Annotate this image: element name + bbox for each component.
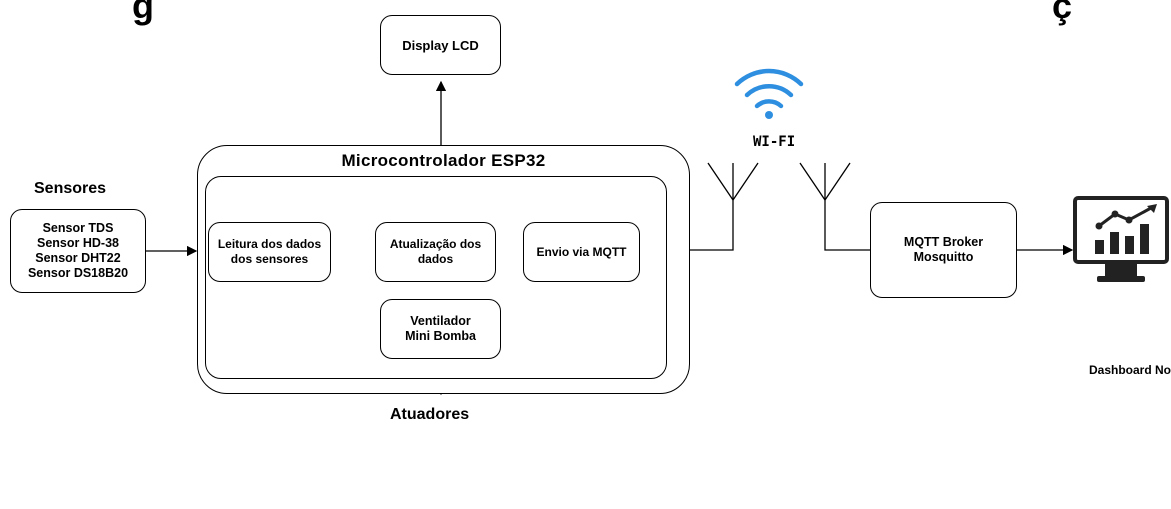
- title-fragment-left: g: [132, 0, 154, 26]
- step-read-label: Leitura dos dados dos sensores: [217, 237, 322, 266]
- wifi-icon: [734, 68, 804, 119]
- sensors-box: Sensor TDS Sensor HD-38 Sensor DHT22 Sen…: [10, 209, 146, 293]
- display-lcd-label: Display LCD: [402, 37, 479, 53]
- title-fragment-right: ç: [1052, 0, 1073, 26]
- step-send-label: Envio via MQTT: [536, 244, 627, 259]
- mqtt-broker-label: MQTT Broker Mosquitto: [903, 235, 984, 264]
- antenna-icon: [799, 162, 851, 201]
- display-lcd-box: Display LCD: [380, 15, 501, 75]
- wire-antenna-to-broker: [824, 200, 870, 251]
- antenna-icon: [707, 162, 759, 201]
- step-update-box: Atualização dos dados: [375, 222, 496, 282]
- step-read-box: Leitura dos dados dos sensores: [208, 222, 331, 282]
- dashboard-label: Dashboard Node-Red: [1089, 363, 1171, 377]
- actuators-list: Ventilador Mini Bomba: [405, 314, 476, 343]
- sensors-list: Sensor TDS Sensor HD-38 Sensor DHT22 Sen…: [27, 221, 129, 280]
- mcu-title: Microcontrolador ESP32: [341, 151, 546, 170]
- wifi-label: WI-FI: [753, 134, 796, 150]
- actuators-heading: Atuadores: [390, 406, 470, 423]
- sensors-heading: Sensores: [34, 180, 107, 197]
- step-update-label: Atualização dos dados: [389, 237, 482, 266]
- wire-mcu-to-antenna: [690, 200, 734, 251]
- mqtt-broker-box: MQTT Broker Mosquitto: [870, 202, 1017, 298]
- monitor-chart-icon: [1073, 196, 1169, 282]
- step-send-box: Envio via MQTT: [523, 222, 640, 282]
- actuators-box: Ventilador Mini Bomba: [380, 299, 501, 359]
